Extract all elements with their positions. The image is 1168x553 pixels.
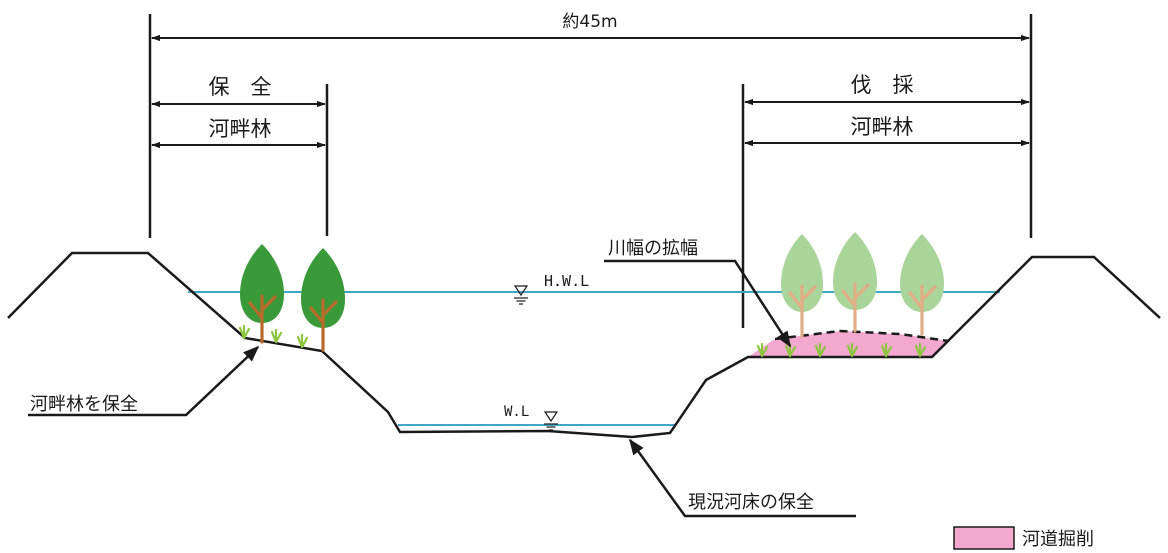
widening-leader [604, 259, 792, 348]
right-type-label: 河畔林 [851, 115, 914, 139]
left-type-label: 河畔林 [209, 117, 272, 141]
hwl-label: H.W.L [544, 272, 589, 290]
tree-icon [781, 234, 823, 338]
grass-icon [270, 328, 283, 344]
grass-icons [238, 324, 927, 358]
wl-label: W.L [504, 404, 529, 420]
legend-excavation-label: 河道掘削 [1022, 529, 1094, 550]
left-forest-annotation: 河畔林を保全 [30, 394, 138, 415]
grass-icon [914, 342, 927, 358]
left-forest-leader [28, 345, 260, 417]
grass-icon [238, 324, 251, 340]
riverbed-leader [628, 438, 856, 518]
legend-excavation-swatch [953, 526, 1015, 550]
tree-icon [240, 244, 284, 344]
widening-annotation: 川幅の拡幅 [608, 238, 698, 259]
grass-icon [814, 342, 827, 358]
tree-icon [833, 232, 877, 333]
wl-water-symbol [543, 411, 559, 431]
total-width-label: 約45m [562, 12, 617, 32]
widened-bank-dashed-line [774, 329, 949, 343]
excavation-area [748, 331, 948, 357]
left-action-label: 保 全 [209, 75, 272, 99]
tree-icon [301, 248, 345, 352]
hwl-water-symbol [513, 285, 529, 305]
grass-icon [880, 342, 893, 358]
tree-icon [900, 234, 944, 336]
legend: 河道掘削 [953, 526, 1094, 550]
grass-icon [756, 342, 769, 358]
dimension-lines [148, 14, 1033, 328]
grass-icon [296, 333, 309, 349]
ground-profile [7, 251, 1161, 439]
riverbed-annotation: 現況河床の保全 [688, 492, 814, 513]
grass-icon [846, 342, 859, 358]
right-action-label: 伐 採 [851, 73, 914, 97]
